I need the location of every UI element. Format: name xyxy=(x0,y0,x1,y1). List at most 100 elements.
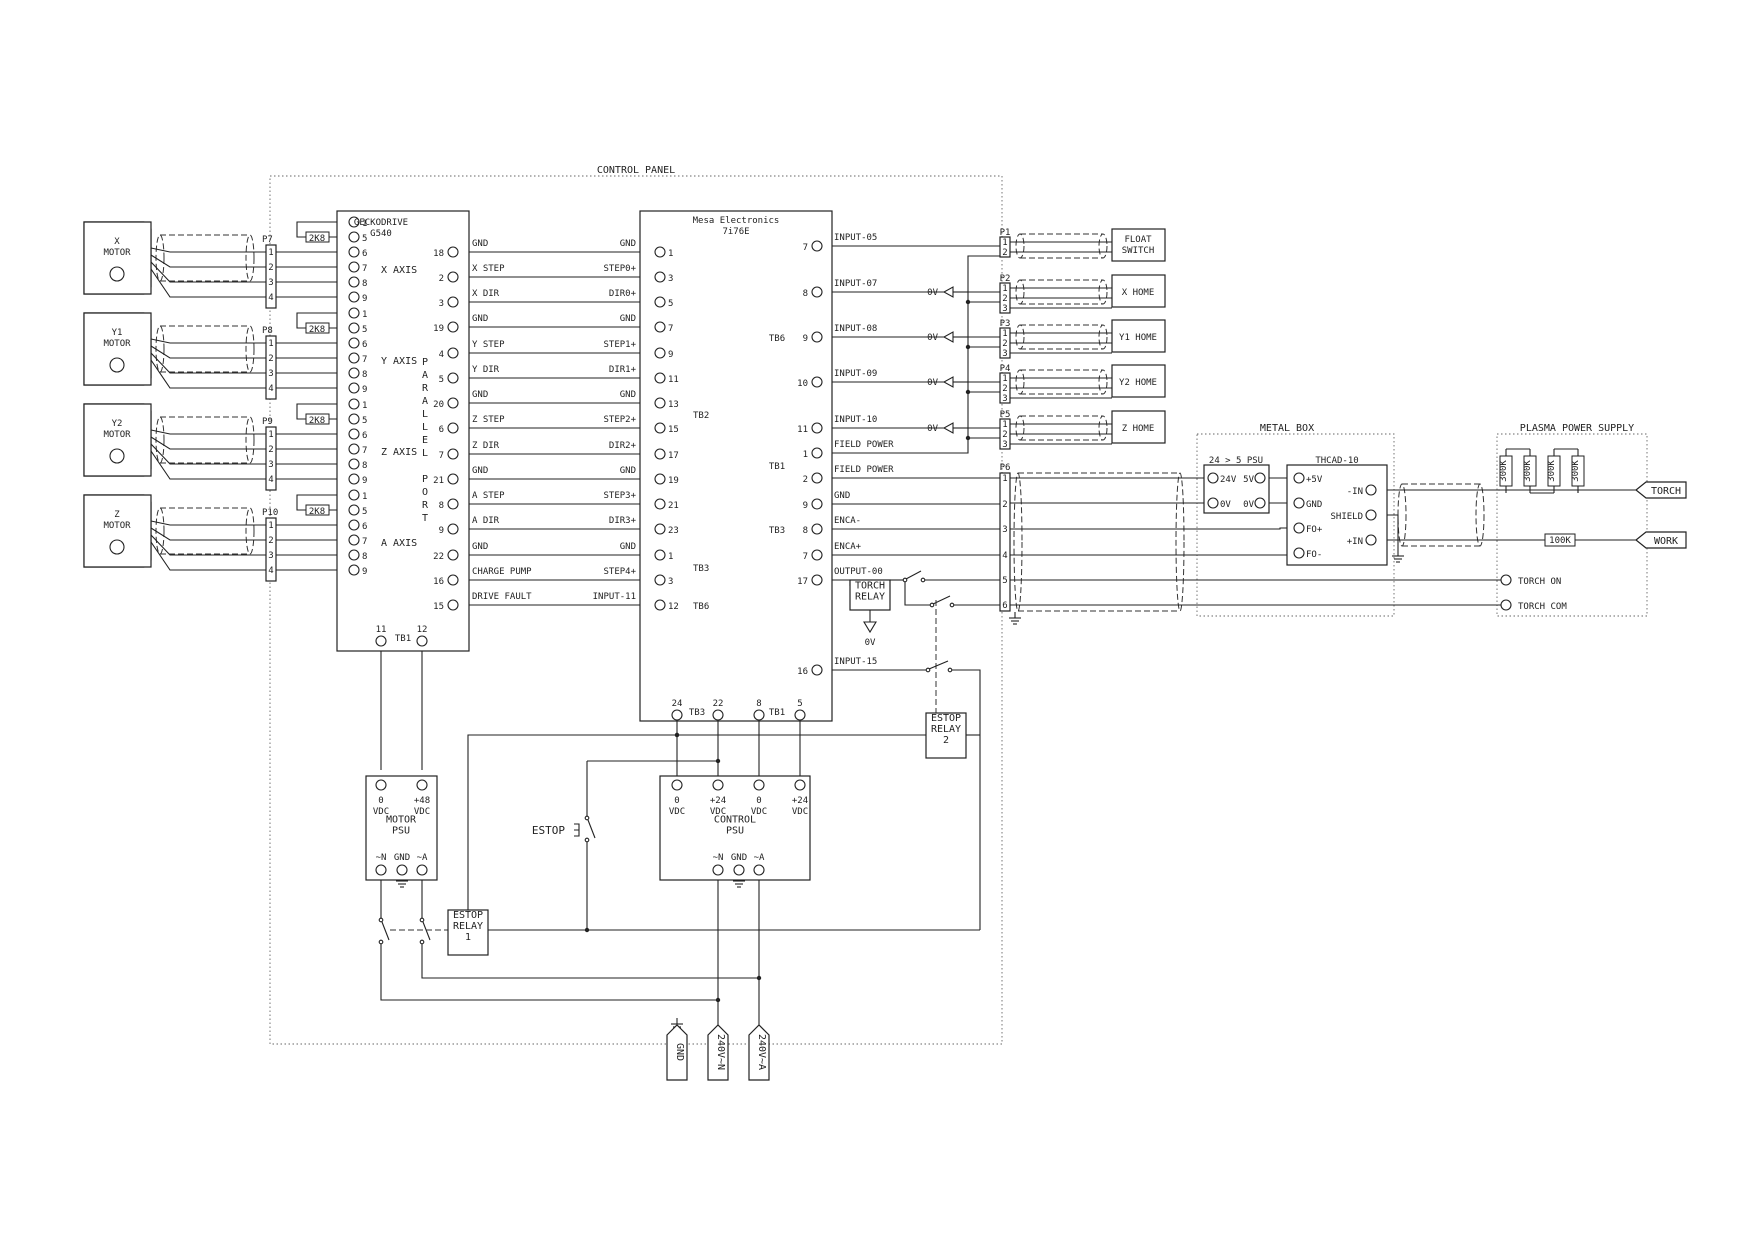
motor-shaft xyxy=(109,266,125,282)
estop-relay2-box xyxy=(925,712,967,759)
label-line: PLASMA POWER SUPPLY xyxy=(1520,423,1634,434)
parallel-pin-number: 19 xyxy=(433,324,444,334)
label-line: P5 xyxy=(1000,410,1011,420)
label-line: 1 xyxy=(1002,474,1007,484)
switch-plug-pin: 3 xyxy=(1002,440,1007,450)
label-line: 5V xyxy=(1243,475,1254,485)
label-line: Y AXIS xyxy=(381,356,417,367)
label-line: 3 xyxy=(668,577,673,587)
motor-cable-shield xyxy=(245,416,255,464)
label-line: L xyxy=(422,409,428,420)
label-line: 300K xyxy=(1571,460,1581,482)
gecko-pin xyxy=(348,216,360,228)
resistor-100k xyxy=(1544,533,1576,547)
label-line: 5 xyxy=(668,299,673,309)
gecko-tb1-pin xyxy=(416,635,428,647)
label-line: 3 xyxy=(1002,349,1007,359)
junction-dot xyxy=(715,997,721,1003)
mesa-right-signal: FIELD POWER xyxy=(834,465,894,475)
mesa-bottom-pin xyxy=(753,709,765,721)
label-line: GND xyxy=(620,542,636,552)
label-line: 11 xyxy=(797,425,808,435)
mesa-pin-number: 9 xyxy=(668,350,673,360)
label-line: 4 xyxy=(268,384,273,394)
signal-name-right: GND xyxy=(620,314,636,324)
label-line: 6 xyxy=(362,249,367,259)
axis-label: A AXIS xyxy=(381,538,417,549)
label-line: 9 xyxy=(362,385,367,395)
label-line: 300K xyxy=(1499,460,1509,482)
label-line: GND xyxy=(620,314,636,324)
gecko-pin xyxy=(348,307,360,319)
switch-plug-pin: 2 xyxy=(1002,294,1007,304)
parallel-pin-number: 9 xyxy=(439,526,444,536)
mesa-right-pin xyxy=(811,664,823,676)
label-line: INPUT-07 xyxy=(834,279,877,289)
gecko-pin xyxy=(348,413,360,425)
mesa-right-pin xyxy=(811,376,823,388)
mesa-right-signal: INPUT-08 xyxy=(834,324,877,334)
torch-tag-label: TORCH xyxy=(1651,486,1681,497)
parallel-port-letter: O xyxy=(422,487,428,498)
label-line: CONTROL xyxy=(714,815,756,826)
junction-dot xyxy=(965,389,971,395)
thcad-pin-label: FO- xyxy=(1306,550,1322,560)
label-line: DRIVE FAULT xyxy=(472,592,532,602)
mesa-pin xyxy=(654,448,666,460)
motor-psu-bottom-label: ~N xyxy=(376,853,387,863)
switch-plug-pin: 1 xyxy=(1002,284,1007,294)
label-line: INPUT-05 xyxy=(834,233,877,243)
label-line: INPUT-08 xyxy=(834,324,877,334)
label-line: A xyxy=(422,396,428,407)
plug-pin: 3 xyxy=(268,460,273,470)
mains-contact-a xyxy=(419,939,425,945)
signal-name-right: GND xyxy=(620,239,636,249)
label-line: GND xyxy=(472,314,488,324)
switch-plug-label: P5 xyxy=(1000,410,1011,420)
label-line: 3 xyxy=(1002,304,1007,314)
mesa-right-pin xyxy=(811,240,823,252)
label-line: 2 xyxy=(268,445,273,455)
label-line: TB3 xyxy=(769,526,785,536)
label-line: 7 xyxy=(362,355,367,365)
label-line: GND xyxy=(394,853,410,863)
mains-a-bus xyxy=(421,942,759,979)
label-line: GND xyxy=(620,466,636,476)
gecko-pin xyxy=(348,549,360,561)
plug-label: P9 xyxy=(262,417,273,427)
switch-box xyxy=(1111,274,1166,308)
switch-plug-pin: 3 xyxy=(1002,394,1007,404)
parallel-pin-number: 21 xyxy=(433,476,444,486)
junction-dot xyxy=(965,435,971,441)
label-line: P1 xyxy=(1000,228,1011,238)
motor-cable-shield xyxy=(245,507,255,555)
gecko-pin-number: 9 xyxy=(362,476,367,486)
gecko-pin-number: 5 xyxy=(362,416,367,426)
parallel-port-letter: A xyxy=(422,396,428,407)
mesa-right-signal: INPUT-15 xyxy=(834,657,877,667)
mesa-right-signal: ENCA+ xyxy=(834,542,862,552)
plasma-cable-shield xyxy=(1475,483,1485,547)
motor-shaft xyxy=(109,539,125,555)
mesa-pin-number: 3 xyxy=(668,274,673,284)
parallel-pin xyxy=(447,498,459,510)
mesa-pin-number: 17 xyxy=(668,451,679,461)
gecko-pin-number: 8 xyxy=(362,552,367,562)
signal-name-left: GND xyxy=(472,314,488,324)
label-line: GND xyxy=(674,1043,685,1061)
label-line: DIR3+ xyxy=(609,516,637,526)
estop-button-contact xyxy=(587,819,596,839)
label-line: FIELD POWER xyxy=(834,440,894,450)
control-psu-pin xyxy=(753,864,765,876)
gecko-pin-number: 1 xyxy=(362,219,367,229)
mesa-bottom-number: 5 xyxy=(797,699,802,709)
label-line: 0V xyxy=(927,333,938,343)
label-line: ~A xyxy=(754,853,765,863)
label-line: 6 xyxy=(1002,601,1007,611)
label-line: 7 xyxy=(362,264,367,274)
gecko-tb1-number: 11 xyxy=(376,625,387,635)
p6-pin: 1 xyxy=(1002,474,1007,484)
